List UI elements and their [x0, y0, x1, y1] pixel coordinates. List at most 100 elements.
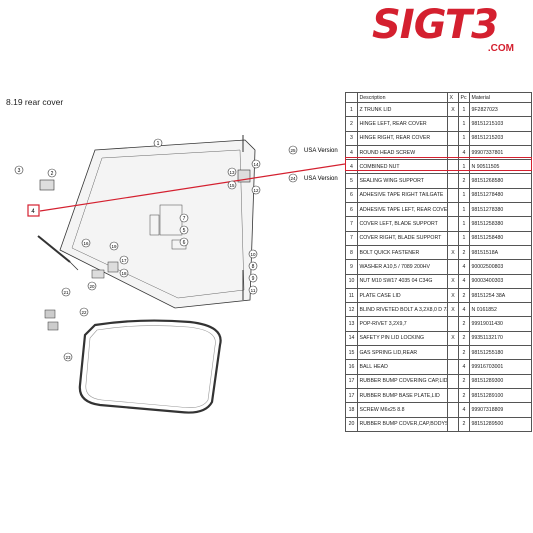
row-index: 17 [345, 373, 358, 389]
callout-23: 23 [63, 352, 73, 362]
callout-25: 25 [288, 145, 298, 155]
row-material: 99916703001 [469, 359, 532, 375]
row-x-mark: X [447, 101, 459, 118]
svg-text:4: 4 [31, 209, 35, 215]
row-quantity: 1 [458, 187, 470, 204]
row-material: 98151254 38A [469, 287, 532, 304]
row-quantity: 1 [458, 202, 470, 218]
svg-text:10: 10 [250, 252, 256, 257]
row-description: BLIND RIVETED BOLT A 3,2X8,0 D 7337 ALMG… [357, 302, 448, 318]
svg-text:13: 13 [229, 170, 235, 175]
svg-text:18: 18 [121, 271, 127, 276]
row-material: 9F2827023 [469, 101, 532, 118]
brand-logo[interactable]: SIGT3 .COM [372, 4, 524, 54]
row-description: SAFETY PIN LID LOCKING [357, 330, 448, 347]
callout-4: 4 [31, 209, 35, 215]
row-material: 98151258380 [469, 216, 532, 232]
row-index: 17 [345, 387, 358, 404]
row-material: 98151215103 [469, 116, 532, 132]
row-material: 98151289300 [469, 373, 532, 389]
row-quantity: 4 [458, 359, 470, 375]
row-x-mark [447, 187, 459, 204]
highlighted-row-outline [345, 157, 532, 171]
callout-18: 18 [119, 268, 129, 278]
row-quantity: 2 [458, 330, 470, 347]
callout-16: 16 [81, 238, 91, 248]
row-index: 18 [345, 402, 358, 418]
row-description: NUT M10 SW17 4035 04 C34G [357, 273, 448, 289]
usa-version-label-2: USA Version [304, 176, 338, 182]
row-material: 98151518A [469, 244, 532, 261]
callout-13: 13 [227, 167, 237, 177]
row-material: 90003400303 [469, 273, 532, 289]
col-header-description: Description [357, 92, 448, 103]
callout-17: 17 [119, 255, 129, 265]
svg-text:15: 15 [229, 183, 235, 188]
svg-text:23: 23 [65, 355, 71, 360]
svg-text:9: 9 [252, 276, 255, 282]
row-x-mark [447, 387, 459, 404]
row-quantity: 2 [458, 373, 470, 389]
col-header-pc: Pc [458, 92, 470, 103]
row-x-mark [447, 416, 459, 432]
callout-3: 3 [14, 165, 24, 175]
row-quantity: 2 [458, 345, 470, 361]
svg-text:8: 8 [252, 264, 255, 270]
svg-text:16: 16 [83, 241, 89, 246]
row-index: 15 [345, 345, 358, 361]
callout-12: 12 [251, 185, 261, 195]
parts-diagram: 1 2 3 4 5 6 7 8 9 10 11 13 15 16 17 18 1… [14, 135, 345, 414]
callout-5: 5 [179, 225, 189, 235]
callout-11: 11 [248, 285, 258, 295]
row-x-mark [447, 345, 459, 361]
row-quantity: 4 [458, 273, 470, 289]
row-x-mark: X [447, 287, 459, 304]
row-index: 13 [345, 316, 358, 332]
row-index: 9 [345, 259, 358, 275]
row-material: 98151278380 [469, 202, 532, 218]
highlight-callout-box [27, 204, 40, 217]
row-description: RUBBER BUMP COVERING CAP,LID [357, 373, 448, 389]
row-description: SEALING WING SUPPORT [357, 173, 448, 189]
row-index: 6 [345, 187, 358, 204]
callout-10: 10 [248, 249, 258, 259]
row-material: 99919011430 [469, 316, 532, 332]
svg-text:14: 14 [253, 162, 259, 167]
row-description: COVER RIGHT, BLADE SUPPORT [357, 230, 448, 246]
svg-text:5: 5 [183, 228, 186, 234]
row-quantity: 1 [458, 216, 470, 232]
row-description: POP-RIVET 3,2X9,7 [357, 316, 448, 332]
row-index: 14 [345, 330, 358, 347]
row-material: 98151289500 [469, 416, 532, 432]
row-material: 98151258480 [469, 230, 532, 246]
highlight-leader-line [39, 163, 345, 212]
svg-text:19: 19 [111, 244, 117, 249]
row-quantity: 1 [458, 130, 470, 146]
row-description: SCREW M6x25 8.8 [357, 402, 448, 418]
row-index: 20 [345, 416, 358, 432]
usa-version-label-1: USA Version [304, 148, 338, 154]
